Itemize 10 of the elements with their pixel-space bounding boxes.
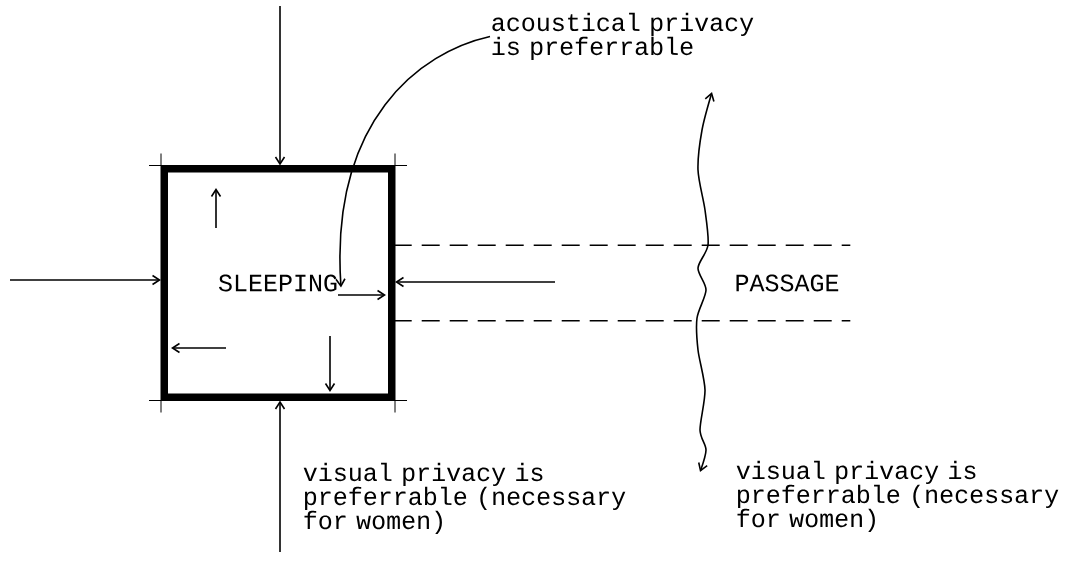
room-box: SLEEPING [148,153,408,413]
note-text: visual privacy is preferrable (necessary for women) [303,462,626,535]
arrow [9,274,161,286]
note-text: acoustical privacy is preferrable [492,12,754,61]
note-text: visual privacy is preferrable (necessary for women) [736,460,1059,533]
passage-band: PASSAGE [392,244,852,322]
arrow [395,276,556,288]
arrow [274,400,286,553]
arrow [274,5,286,166]
leader-line [335,35,491,288]
